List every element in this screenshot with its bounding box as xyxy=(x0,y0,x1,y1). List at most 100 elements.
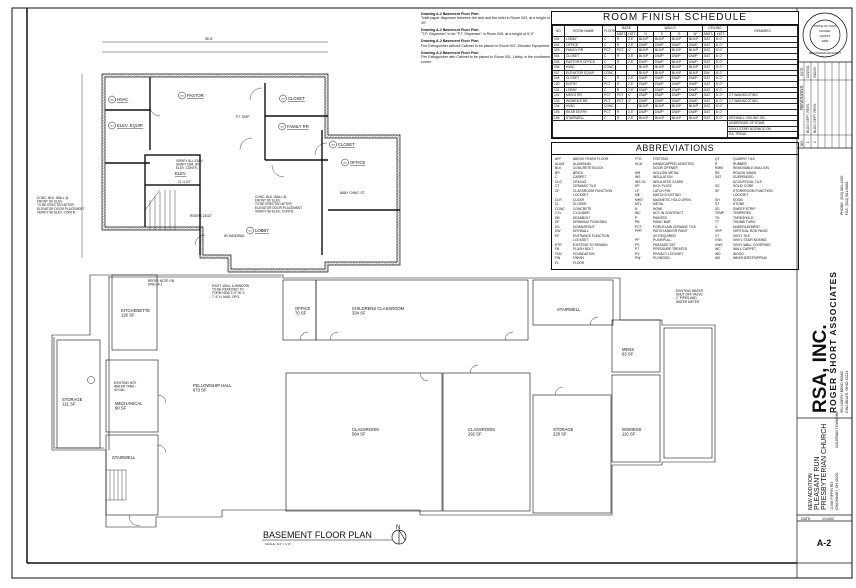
date-value: 1/14/02 xyxy=(822,517,834,521)
note-pt-disp: P.T. DISP. xyxy=(236,115,250,119)
svg-text:11565 PIPPIN RD.: 11565 PIPPIN RD. xyxy=(830,481,834,510)
room-label: STAIRWELL xyxy=(112,455,136,460)
svg-text:DWG. A-1: DWG. A-1 xyxy=(148,283,163,287)
svg-text:40 GAL.: 40 GAL. xyxy=(114,388,126,392)
svg-text:PASTOR: PASTOR xyxy=(187,93,204,98)
classroom-292 xyxy=(442,372,531,512)
svg-text:CONC. BLK. WALL @: CONC. BLK. WALL @ xyxy=(255,195,287,199)
existing-outer-walls xyxy=(51,274,716,528)
note-conc-wall-right: CONC. BLK. WALL @FRONT OF ELEV.TO BE ERE… xyxy=(255,195,302,213)
svg-text:MENS: MENS xyxy=(622,347,634,352)
sheet-number: A-2 xyxy=(817,538,832,548)
date-label: DATE: xyxy=(801,517,811,521)
architect-seal xyxy=(802,12,848,58)
svg-text:ELEV. CONTR.: ELEV. CONTR. xyxy=(176,166,198,170)
company-info: RSA, INC. ROGER SHORT ASSOCIATES 951 NOR… xyxy=(810,176,849,413)
svg-text:REVISIONS: REVISIONS xyxy=(799,85,804,110)
mechanical-room xyxy=(105,359,159,433)
schedule-title: ROOM FINISH SCHEDULE xyxy=(552,12,798,25)
svg-text:FAX: (513) 681-6888: FAX: (513) 681-6888 xyxy=(845,182,849,215)
svg-text:REGISTERED ARCHITECT: REGISTERED ARCHITECT xyxy=(809,51,842,55)
schedule-row-remarks: EA. TREAD. xyxy=(553,131,798,138)
abbreviation-item: LOCKSET xyxy=(573,238,589,242)
svg-text:002: 002 xyxy=(343,163,347,165)
svg-text:COLERAIN TOWNSHIP: COLERAIN TOWNSHIP xyxy=(835,410,839,448)
svg-text:334 SF: 334 SF xyxy=(352,311,366,316)
svg-text:3/10/03: 3/10/03 xyxy=(813,67,817,78)
svg-text:FRONT OF ELEV.: FRONT OF ELEV. xyxy=(255,199,281,203)
schedule-table: NO. ROOM NAME FLOOR BASE WALLS CEILING R… xyxy=(551,24,798,138)
svg-text:TO BE ERECTED AFTER: TO BE ERECTED AFTER xyxy=(37,203,74,207)
north-arrow-icon: N xyxy=(391,525,407,545)
svg-text:7'-4" H. MAS. OPG.: 7'-4" H. MAS. OPG. xyxy=(212,295,240,299)
svg-text:HVAC: HVAC xyxy=(117,97,128,102)
hot-water-tank xyxy=(87,376,95,384)
svg-text:292 SF: 292 SF xyxy=(468,432,482,437)
abbreviation-item: AS REQUIRED xyxy=(653,233,676,238)
svg-text:EXISTING WATER: EXISTING WATER xyxy=(676,289,704,293)
svg-text:SHUT OFF VALVE -: SHUT OFF VALVE - xyxy=(676,293,705,297)
svg-text:564 SF: 564 SF xyxy=(352,432,366,437)
existing-door-swings xyxy=(129,316,599,526)
svg-text:OFFICE: OFFICE xyxy=(350,160,366,165)
svg-text:BLDG. DEPT. REVS.: BLDG. DEPT. REVS. xyxy=(806,103,810,133)
svg-text:4809: 4809 xyxy=(822,39,829,43)
svg-text:FELLOWSHIP HALL: FELLOWSHIP HALL xyxy=(193,383,232,388)
plan-scale: SCALE: 1/4" = 1'-0" xyxy=(265,542,291,546)
svg-text:EXIST. WALL & WINDOW: EXIST. WALL & WINDOW xyxy=(212,284,249,288)
svg-text:951 NORTH BEND ROAD: 951 NORTH BEND ROAD xyxy=(840,371,844,413)
svg-text:FAMILY RR: FAMILY RR xyxy=(287,124,309,129)
svg-text:CLOSET: CLOSET xyxy=(338,142,355,147)
svg-text:ELEV. EQUIP.: ELEV. EQUIP. xyxy=(117,123,143,128)
classroom-564 xyxy=(285,372,443,512)
plan-annotations: CONC. BLK. WALL @FRONT OF ELEV. TO BE ERE… xyxy=(37,115,705,392)
room-label: STAIRWELL xyxy=(557,307,581,312)
svg-text:NO.: NO. xyxy=(800,140,804,146)
abbreviation-item: LOCKSET xyxy=(733,193,749,197)
stairs xyxy=(144,189,176,230)
note-risers: RISERS 23/32" xyxy=(190,214,212,218)
